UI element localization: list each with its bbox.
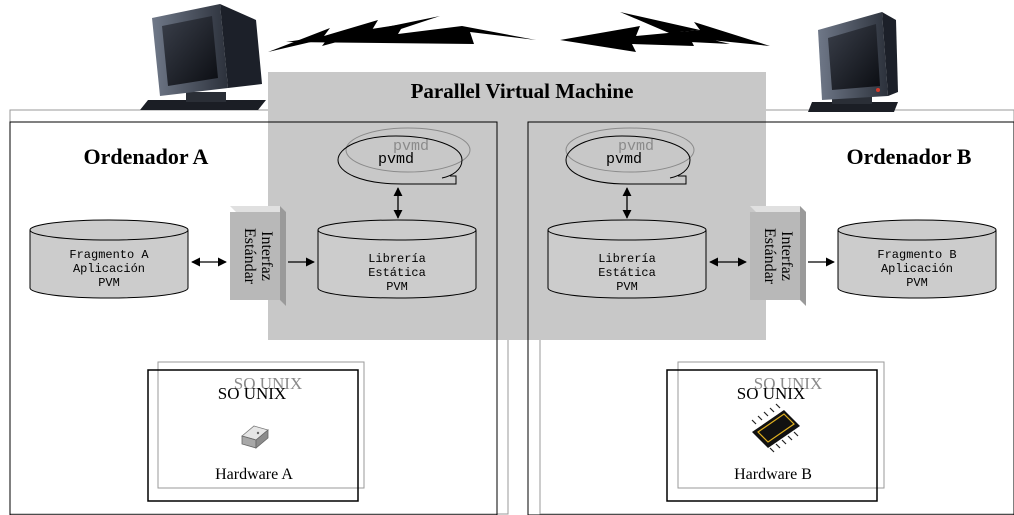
os-label-shadow: SO UNIX: [234, 374, 302, 393]
fragment-label-line1: Fragmento B: [877, 248, 956, 262]
library-cylinder-a: Librería Estática PVM: [317, 219, 477, 299]
library-label-line2: Estática: [368, 266, 426, 280]
library-label-line1: Librería: [598, 252, 656, 266]
interface-label-line2: Estándar: [241, 228, 258, 285]
computer-b-frame: [527, 121, 1014, 515]
pvmd-shadow-label: pvmd: [618, 138, 654, 155]
memory-chip-icon: [241, 425, 269, 449]
arrows: [191, 187, 835, 267]
computer-monitor-icon: [140, 4, 266, 110]
fragment-label-line1: Fragmento A: [69, 248, 149, 262]
os-label-shadow: SO UNIX: [754, 374, 822, 393]
library-label-line1: Librería: [368, 252, 426, 266]
pvmd-shadow-label: pvmd: [393, 138, 429, 155]
os-box-b: SO UNIX SO UNIX Hardware B: [666, 361, 885, 502]
computer-a-frame: [9, 121, 498, 515]
pvmd-daemon-a: pvmd pvmd: [337, 127, 471, 185]
interface-block-b: Interfaz Estándar: [750, 206, 806, 306]
library-label-line3: PVM: [386, 280, 408, 294]
computer-b-label: Ordenador B: [847, 144, 972, 169]
fragment-label-line2: Aplicación: [881, 262, 953, 276]
interface-label-line1: Interfaz: [258, 231, 275, 281]
os-label: SO UNIX: [218, 384, 286, 403]
pvmd-label: pvmd: [378, 151, 414, 168]
pvm-title: Parallel Virtual Machine: [411, 79, 634, 103]
hardware-label: Hardware A: [215, 466, 293, 483]
lightning-bolt-icon: [268, 12, 770, 52]
library-label-line2: Estática: [598, 266, 656, 280]
os-box-a: SO UNIX SO UNIX Hardware A: [147, 361, 365, 502]
fragment-cylinder-b: Fragmento B Aplicación PVM: [837, 219, 997, 299]
computer-monitor-icon: [808, 12, 898, 112]
microchip-icon: [751, 403, 800, 453]
pvmd-daemon-b: pvmd pvmd: [565, 127, 695, 185]
fragment-label-line2: Aplicación: [73, 262, 145, 276]
interface-label-line1: Interfaz: [778, 231, 795, 281]
interface-block-a: Interfaz Estándar: [230, 206, 286, 306]
hardware-label: Hardware B: [734, 466, 812, 483]
fragment-label-line3: PVM: [906, 276, 928, 290]
pvm-region: [268, 72, 766, 340]
fragment-cylinder-a: Fragmento A Aplicación PVM: [29, 219, 189, 299]
fragment-label-line3: PVM: [98, 276, 120, 290]
interface-label-line2: Estándar: [761, 228, 778, 285]
os-label: SO UNIX: [737, 384, 805, 403]
computer-a-label: Ordenador A: [84, 144, 209, 169]
pvmd-label: pvmd: [606, 151, 642, 168]
library-cylinder-b: Librería Estática PVM: [547, 219, 707, 299]
library-label-line3: PVM: [616, 280, 638, 294]
